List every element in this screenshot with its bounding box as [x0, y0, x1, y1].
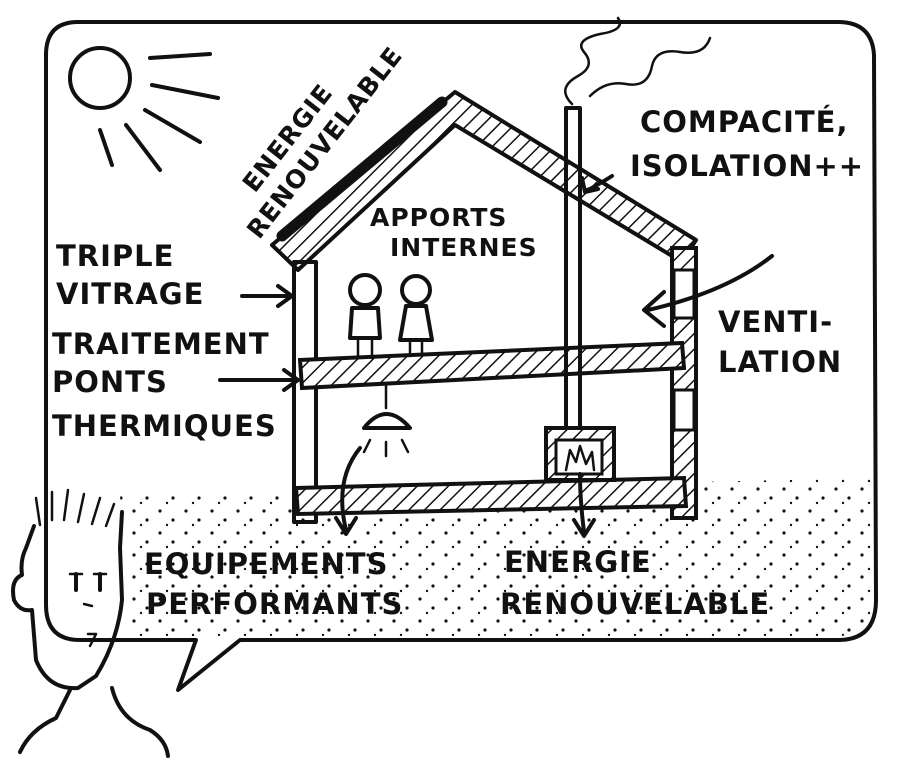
- label-triple-glazing: VITRAGE: [56, 277, 204, 311]
- stove-icon: [544, 426, 616, 482]
- label-internal-gains: APPORTS: [370, 203, 507, 232]
- label-ventilation: LATION: [718, 345, 842, 379]
- narrator-face-icon: [11, 488, 170, 758]
- arrows: [218, 174, 774, 538]
- label-thermal-bridges: PONTS: [52, 365, 168, 399]
- chimney-smoke-icon: [564, 16, 712, 106]
- label-ground-renewable: ENERGIE: [504, 545, 652, 579]
- person-icon: [398, 274, 434, 358]
- label-triple-glazing: TRIPLE: [56, 239, 174, 273]
- label-insulation: ISOLATION++: [630, 149, 864, 183]
- label-thermal-bridges: THERMIQUES: [52, 409, 277, 443]
- sun-icon: [68, 46, 220, 172]
- person-icon: [348, 273, 382, 360]
- house-icon: [270, 90, 698, 524]
- label-thermal-bridges: TRAITEMENT: [52, 327, 270, 361]
- speech-bubble-frame: [44, 20, 878, 692]
- label-equipment: EQUIPEMENTS: [144, 547, 388, 581]
- label-equipment: PERFORMANTS: [146, 587, 403, 621]
- label-internal-gains: INTERNES: [390, 233, 538, 262]
- label-ventilation: VENTI-: [718, 305, 833, 339]
- label-ground-renewable: RENOUVELABLE: [500, 587, 770, 621]
- label-compactness: COMPACITÉ,: [640, 105, 849, 139]
- lamp-icon: [362, 383, 412, 458]
